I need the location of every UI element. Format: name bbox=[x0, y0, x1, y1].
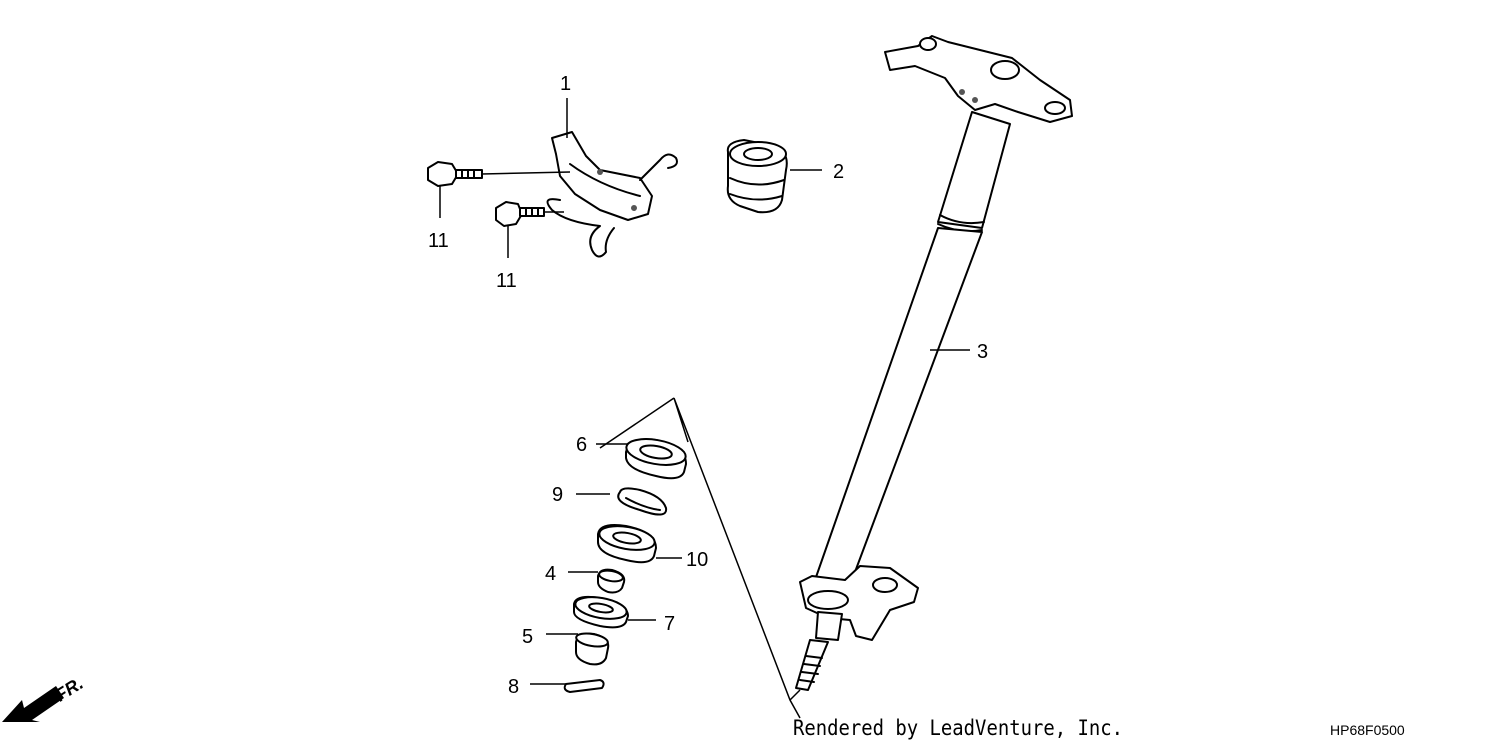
callout-5: 5 bbox=[522, 626, 533, 648]
callout-4: 4 bbox=[545, 563, 556, 585]
assembly-reference-line bbox=[789, 689, 801, 701]
callout-3: 3 bbox=[977, 341, 988, 363]
part-10-oil-seal[interactable] bbox=[597, 522, 657, 564]
part-2-rubber-cover[interactable] bbox=[726, 139, 788, 214]
part-4-collar[interactable] bbox=[597, 568, 626, 594]
callout-1: 1 bbox=[560, 73, 571, 95]
part-5-castle-nut[interactable] bbox=[575, 631, 610, 666]
part-3-steering-shaft[interactable] bbox=[795, 35, 1073, 691]
callout-2: 2 bbox=[833, 161, 844, 183]
callout-8: 8 bbox=[508, 676, 519, 698]
callout-6: 6 bbox=[576, 434, 587, 456]
callout-11-lower: 11 bbox=[496, 270, 517, 292]
part-6-bearing[interactable] bbox=[624, 435, 687, 480]
part-11-bolt-upper[interactable] bbox=[427, 161, 483, 187]
part-9-circlip[interactable] bbox=[617, 487, 668, 516]
diagram-code: HP68F0500 bbox=[1330, 722, 1405, 738]
callout-7: 7 bbox=[664, 613, 675, 635]
part-11-bolt-lower[interactable] bbox=[495, 201, 545, 227]
render-credit: Rendered by LeadVenture, Inc. bbox=[793, 716, 1123, 740]
callout-9: 9 bbox=[552, 484, 563, 506]
front-direction-arrow-icon: FR. bbox=[2, 673, 87, 722]
leader-lines bbox=[439, 98, 970, 685]
callout-10: 10 bbox=[686, 549, 708, 571]
part-7-washer[interactable] bbox=[573, 594, 629, 629]
part-1-holder-bracket[interactable] bbox=[546, 131, 678, 258]
part-8-cotter-pin[interactable] bbox=[563, 679, 605, 693]
callout-11-upper: 11 bbox=[428, 230, 449, 252]
